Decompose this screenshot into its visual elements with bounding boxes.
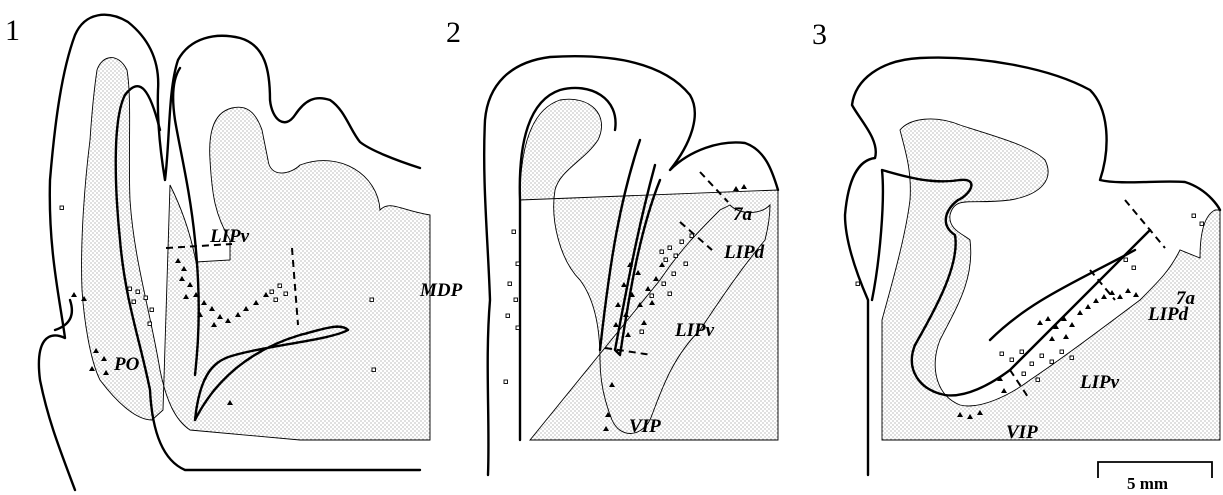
panel-3-label-vip: VIP [1006,422,1038,443]
scale-bar: 5 mm [1098,462,1212,493]
panel-1-white-matter-left [82,58,430,440]
panel-1-label-po: PO [113,354,140,375]
panel-2-label-mdp: MDP [419,280,463,301]
panel-2-label-lipd: LIPd [723,242,765,263]
panel-2-label-lipv: LIPv [674,320,715,341]
panel-1-label-lipv: LIPv [209,226,250,247]
panel-3: 3 7a L [812,18,1220,475]
panel-2-label-vip: VIP [629,416,661,437]
panel-3-label-lipv: LIPv [1079,372,1120,393]
scale-bar-label: 5 mm [1127,474,1168,493]
panel-number-2: 2 [446,16,461,49]
panel-1: 1 [5,14,430,490]
panel-3-boundary-7a-lipd [1125,200,1165,248]
panel-3-label-lipd: LIPd [1147,304,1189,325]
panel-2-label-7a: 7a [733,204,753,225]
panel-number-3: 3 [812,18,827,51]
panel-1-lateral-contour [55,300,72,330]
panel-2-white-matter [520,99,778,440]
panel-number-1: 1 [5,14,20,47]
panel-2: 2 [419,16,778,475]
